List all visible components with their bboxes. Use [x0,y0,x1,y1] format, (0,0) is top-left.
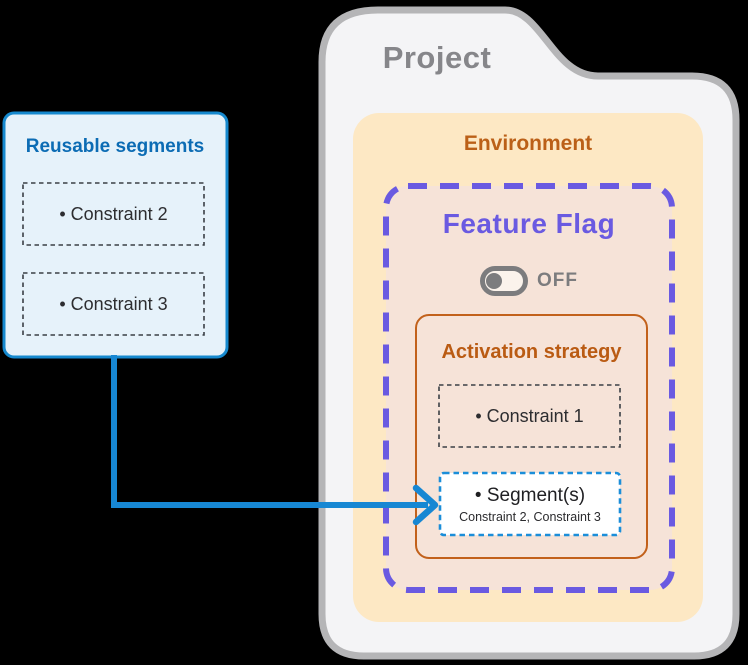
segments-detail: Constraint 2, Constraint 3 [459,509,601,524]
feature-flag-toggle-row: OFF [386,264,672,298]
constraint-2-box [22,182,205,246]
project-title: Project [382,40,492,75]
constraint-1-box [438,384,621,448]
segments-label: • Segment(s) [474,484,586,506]
toggle-off-icon [480,266,528,296]
constraint-1-label: • Constraint 1 [475,405,584,426]
activation-strategy-title: Activation strategy [441,341,622,363]
feature-flag-title: Feature Flag [442,208,616,239]
segments-box [438,471,622,537]
toggle-knob [486,273,502,289]
segment-link-arrow-line [111,355,428,508]
environment-title: Environment [463,132,593,155]
constraint-3-label: • Constraint 3 [59,293,168,314]
constraint-2-label: • Constraint 2 [59,203,168,224]
reusable-segments-title: Reusable segments [25,136,205,157]
segment-link-arrow-head [412,484,439,526]
segments-content: • Segment(s) Constraint 2, Constraint 3 [440,473,620,535]
toggle-state-label: OFF [537,270,578,291]
activation-strategy-box [415,314,648,559]
constraint-3-box [22,272,205,336]
